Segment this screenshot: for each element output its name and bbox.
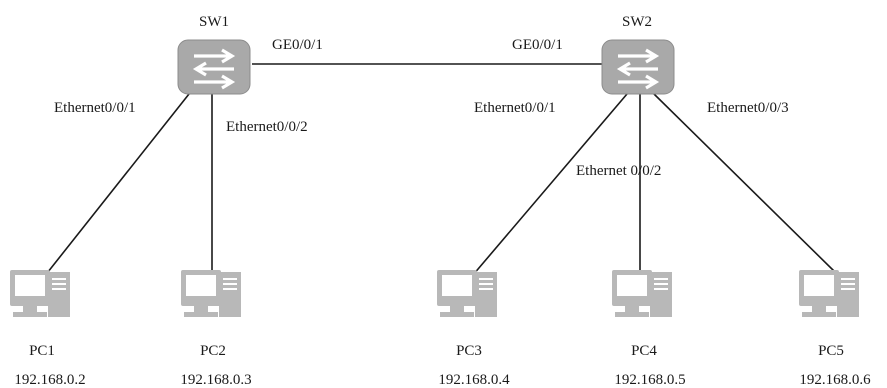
port-label-sw1-ethernet0-0-1: Ethernet0/0/1: [54, 100, 136, 116]
link-sw2-pc5: [653, 93, 836, 273]
desktop-pc-icon: [437, 270, 497, 317]
switch-sw2[interactable]: [601, 39, 675, 95]
pc-node-pc1[interactable]: [10, 270, 70, 317]
port-label-sw2-ge0-0-1: GE0/0/1: [512, 37, 563, 53]
pc-node-pc5[interactable]: [799, 270, 859, 317]
pc-ip-pc4: 192.168.0.5: [614, 372, 685, 388]
desktop-pc-icon: [799, 270, 859, 317]
pc-label-pc5: PC5: [818, 343, 844, 359]
link-sw2-pc3: [466, 93, 628, 283]
switch-label-sw1: SW1: [199, 14, 229, 30]
port-label-sw1-ethernet0-0-2: Ethernet0/0/2: [226, 119, 308, 135]
desktop-pc-icon: [181, 270, 241, 317]
pc-label-pc1: PC1: [29, 343, 55, 359]
pc-label-pc2: PC2: [200, 343, 226, 359]
network-switch-icon: [177, 39, 251, 95]
switch-sw1[interactable]: [177, 39, 251, 95]
pc-node-pc3[interactable]: [437, 270, 497, 317]
link-sw1-pc1: [39, 93, 190, 283]
cables: [39, 63, 836, 283]
port-label-sw1-ge0-0-1: GE0/0/1: [272, 37, 323, 53]
pc-ip-pc3: 192.168.0.4: [438, 372, 510, 388]
desktop-pc-icon: [612, 270, 672, 317]
pc-ip-pc2: 192.168.0.3: [180, 372, 251, 388]
switch-label-sw2: SW2: [622, 14, 652, 30]
pc-ip-pc5: 192.168.0.6: [799, 372, 871, 388]
pc-label-pc4: PC4: [631, 343, 657, 359]
pc-ip-pc1: 192.168.0.2: [14, 372, 85, 388]
network-switch-icon: [601, 39, 675, 95]
pc-label-pc3: PC3: [456, 343, 482, 359]
port-label-sw2-ethernet0-0-3: Ethernet0/0/3: [707, 100, 789, 116]
pc-node-pc2[interactable]: [181, 270, 241, 317]
port-label-sw2-ethernet0-0-1: Ethernet0/0/1: [474, 100, 556, 116]
desktop-pc-icon: [10, 270, 70, 317]
pc-node-pc4[interactable]: [612, 270, 672, 317]
port-label-sw2-ethernet0-0-2: Ethernet 0/0/2: [576, 163, 661, 179]
